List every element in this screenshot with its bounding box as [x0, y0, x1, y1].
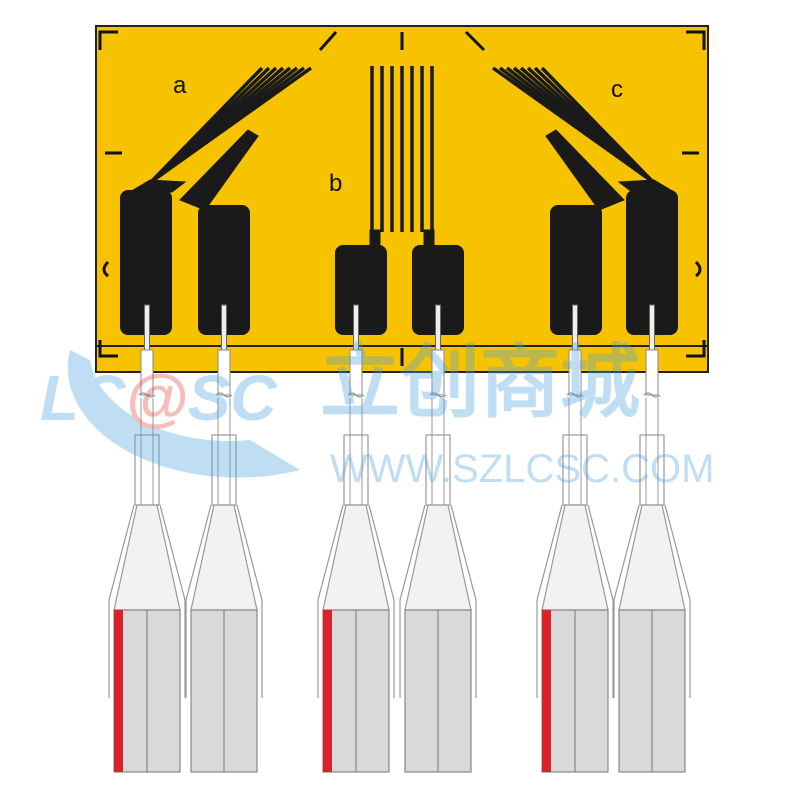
cable-outer-sheath	[613, 504, 691, 698]
watermark-swoosh	[67, 350, 300, 478]
wire-line	[645, 398, 659, 505]
measuring-grids	[128, 66, 676, 261]
cable-taper	[404, 504, 472, 611]
lead-wire	[399, 304, 477, 773]
wire-insulation	[645, 349, 659, 396]
lead-wire	[185, 304, 263, 773]
watermark-chinese: 立创商城	[320, 338, 640, 427]
alignment-mark	[686, 340, 706, 358]
watermark: LC@SC 立创商城 WWW.SZLCSC.COM	[40, 338, 714, 491]
lead-wire	[613, 304, 691, 773]
cable-taper	[190, 504, 258, 611]
grid-a-line	[158, 66, 313, 178]
marker-stripe	[323, 610, 332, 772]
grid-c-line	[491, 66, 646, 178]
cable-outer-sheath	[185, 504, 263, 698]
alignment-marks	[98, 30, 706, 366]
wire-break-mark	[347, 392, 365, 398]
alignment-mark	[694, 260, 702, 278]
grid-a-tab	[128, 179, 187, 193]
wire-line	[349, 398, 363, 505]
solder-pad	[412, 245, 464, 335]
cable-outer-sheath	[317, 504, 395, 698]
cable-taper	[113, 504, 181, 611]
alignment-mark	[98, 340, 118, 358]
lead-wires	[108, 304, 691, 773]
lead-wire	[317, 304, 395, 773]
grid-label-c: c	[611, 76, 623, 103]
alignment-mark	[98, 30, 118, 50]
wire-core	[144, 304, 150, 351]
cable-outer-sheath	[399, 504, 477, 698]
cable-outer-sheath	[536, 504, 614, 698]
marker-stripe	[114, 610, 123, 772]
wire-break-mark	[643, 392, 661, 398]
alignment-mark	[102, 260, 110, 278]
solder-pads	[120, 190, 678, 335]
alignment-mark	[318, 31, 338, 51]
solder-pad	[335, 245, 387, 335]
cable-taper	[541, 504, 609, 611]
cable-outer-sheath	[108, 504, 186, 698]
wire-line	[568, 398, 582, 505]
wire-break-mark	[138, 392, 156, 398]
wire-core	[649, 304, 655, 351]
wire-core	[221, 304, 227, 351]
cable-taper	[322, 504, 390, 611]
grid-label-a: a	[173, 72, 187, 99]
watermark-url: WWW.SZLCSC.COM	[330, 447, 714, 491]
wire-break-mark	[215, 392, 233, 398]
grid-a-tab	[179, 129, 259, 211]
alignment-mark	[686, 30, 706, 50]
grid-c-tab	[545, 129, 625, 211]
wire-line	[431, 398, 445, 505]
alignment-mark	[464, 30, 486, 52]
wire-break-mark	[429, 392, 447, 398]
lead-wire	[536, 304, 614, 773]
solder-pad	[198, 205, 250, 335]
grid-label-b: b	[329, 170, 342, 197]
watermark-logo: LC@SC	[40, 362, 277, 434]
wire-line	[217, 398, 231, 505]
wire-line	[140, 398, 154, 505]
solder-pad	[550, 205, 602, 335]
lead-wire	[108, 304, 186, 773]
cable-taper	[618, 504, 686, 611]
solder-pad	[120, 190, 172, 335]
marker-stripe	[542, 610, 551, 772]
solder-pad	[626, 190, 678, 335]
wire-break-mark	[566, 392, 584, 398]
